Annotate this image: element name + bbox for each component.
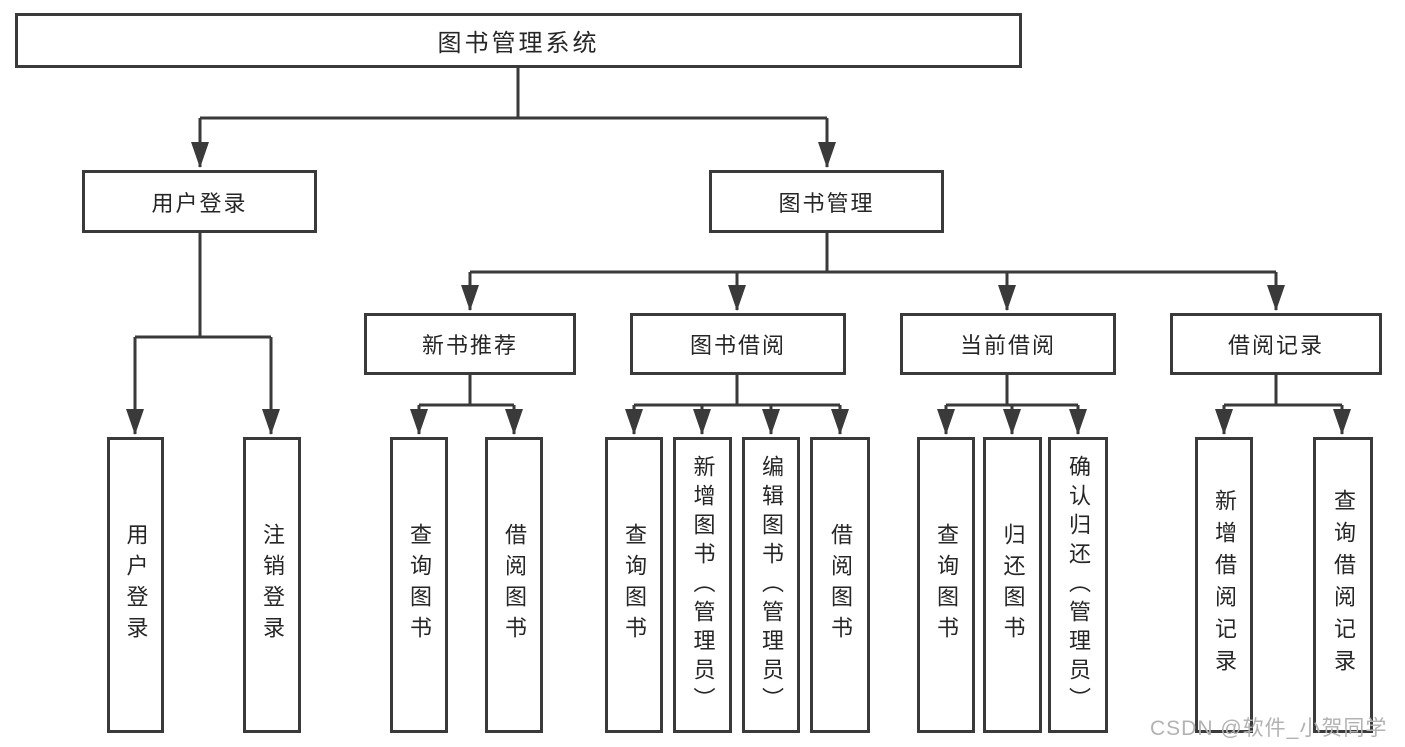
node-book-borrow: 图书借阅 — [630, 313, 846, 375]
leaf-borrow-book-recommend: 借阅图书 — [485, 437, 543, 733]
leaf-query-borrow-record: 查询借阅记录 — [1313, 437, 1373, 733]
node-new-book-recommend: 新书推荐 — [364, 313, 576, 375]
node-current-borrow: 当前借阅 — [900, 313, 1116, 375]
node-library-management-system: 图书管理系统 — [15, 13, 1022, 68]
node-user-login: 用户登录 — [82, 170, 317, 233]
leaf-return-book: 归还图书 — [983, 437, 1042, 733]
leaf-add-borrow-record: 新增借阅记录 — [1195, 437, 1253, 733]
csdn-watermark: CSDN @软件_小贺同学 — [1150, 717, 1388, 740]
leaf-borrow-book: 借阅图书 — [810, 437, 870, 733]
leaf-query-book-current: 查询图书 — [917, 437, 975, 733]
leaf-edit-book-admin: 编辑图书（管理员） — [742, 437, 800, 733]
leaf-confirm-return-admin: 确认归还（管理员） — [1048, 437, 1108, 733]
leaf-user-login: 用户登录 — [107, 437, 164, 733]
leaf-query-book-borrow: 查询图书 — [605, 437, 663, 733]
leaf-add-book-admin: 新增图书（管理员） — [673, 437, 732, 733]
node-book-management: 图书管理 — [709, 170, 944, 233]
leaf-query-book-recommend: 查询图书 — [390, 437, 448, 733]
node-borrow-records: 借阅记录 — [1170, 313, 1382, 375]
leaf-logout: 注销登录 — [243, 437, 301, 733]
